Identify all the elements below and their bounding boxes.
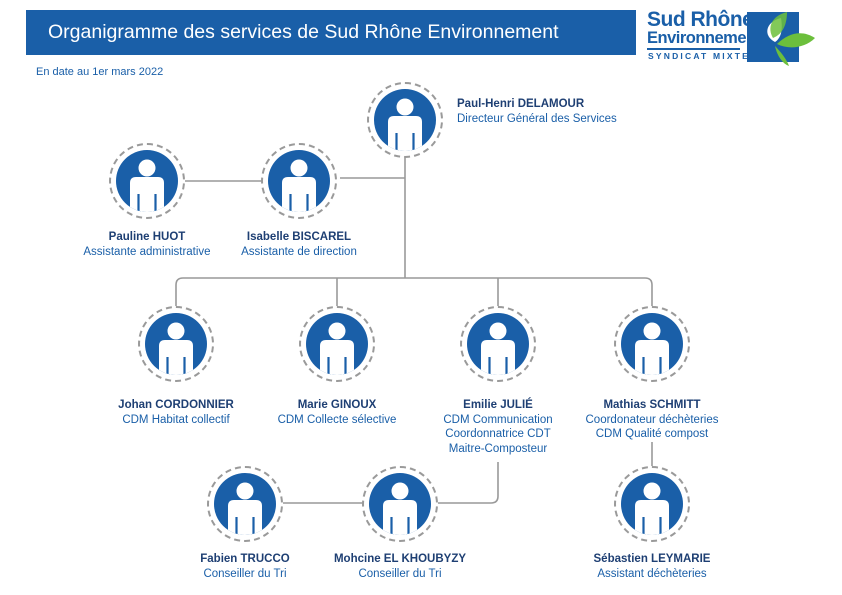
person-name: Isabelle BISCAREL [246,231,352,243]
person-icon [374,89,436,151]
person-node-biscarel [261,143,337,219]
person-icon [621,313,683,375]
person-name: Emilie JULIÉ [463,399,533,411]
person-role: Maitre-Composteur [448,442,548,455]
connector-julie-team [437,462,499,504]
person-role: Directeur Général des Services [457,112,617,125]
person-name: Marie GINOUX [297,399,377,411]
person-label-delamour: Paul-Henri DELAMOUR Directeur Général de… [457,97,617,126]
person-role: Assistante de direction [241,245,357,258]
person-icon [621,473,683,535]
person-name: Pauline HUOT [108,231,186,243]
logo-line-2: Environnement [647,29,761,47]
person-node-trucco [207,466,283,542]
person-role: CDM Habitat collectif [122,413,230,426]
person-label-trucco: Fabien TRUCCO Conseiller du Tri [155,552,335,581]
person-name: Paul-Henri DELAMOUR [457,98,585,110]
person-icon [306,313,368,375]
person-icon [268,150,330,212]
person-icon [467,313,529,375]
person-node-leymarie [614,466,690,542]
person-label-julie: Emilie JULIÉ CDM Communication Coordonna… [408,398,588,456]
person-node-ginoux [299,306,375,382]
person-role: Conseiller du Tri [358,567,442,580]
person-node-delamour [367,82,443,158]
sud-rhone-logo: Sud Rhône Environnement SYNDICAT MIXTE [645,8,825,66]
date-note: En date au 1er mars 2022 [36,66,164,78]
person-role: CDM Communication [443,413,553,426]
person-node-schmitt [614,306,690,382]
person-icon [214,473,276,535]
person-name: Fabien TRUCCO [200,553,290,565]
person-icon [145,313,207,375]
person-role: Assistant déchèteries [597,567,707,580]
person-role: Coordonateur déchèteries [585,413,719,426]
person-node-cordonnier [138,306,214,382]
person-node-khoubyzy [362,466,438,542]
leaf-emblem-icon [747,12,815,66]
person-name: Sébastien LEYMARIE [593,553,711,565]
person-role: Conseiller du Tri [203,567,287,580]
person-name: Mathias SCHMITT [603,399,701,411]
person-label-huot: Pauline HUOT Assistante administrative [57,230,237,259]
person-role: CDM Collecte sélective [277,413,397,426]
person-name: Mohcine EL KHOUBYZY [333,553,467,565]
person-label-cordonnier: Johan CORDONNIER CDM Habitat collectif [86,398,266,427]
person-role: Assistante administrative [83,245,211,258]
logo-rule [647,48,740,50]
person-label-biscarel: Isabelle BISCAREL Assistante de directio… [209,230,389,259]
person-label-leymarie: Sébastien LEYMARIE Assistant déchèteries [562,552,742,581]
person-role: CDM Qualité compost [595,428,709,440]
person-icon [369,473,431,535]
person-label-schmitt: Mathias SCHMITT Coordonateur déchèteries… [562,398,742,442]
person-node-julie [460,306,536,382]
page-title: Organigramme des services de Sud Rhône E… [26,10,636,55]
connector-managers-bar [175,277,653,306]
logo-line-1: Sud Rhône [647,8,754,31]
person-label-khoubyzy: Mohcine EL KHOUBYZY Conseiller du Tri [300,552,500,581]
person-role: Coordonnatrice CDT [445,428,551,440]
person-icon [116,150,178,212]
logo-line-3: SYNDICAT MIXTE [648,51,750,61]
person-name: Johan CORDONNIER [118,399,234,411]
person-label-ginoux: Marie GINOUX CDM Collecte sélective [247,398,427,427]
person-node-huot [109,143,185,219]
